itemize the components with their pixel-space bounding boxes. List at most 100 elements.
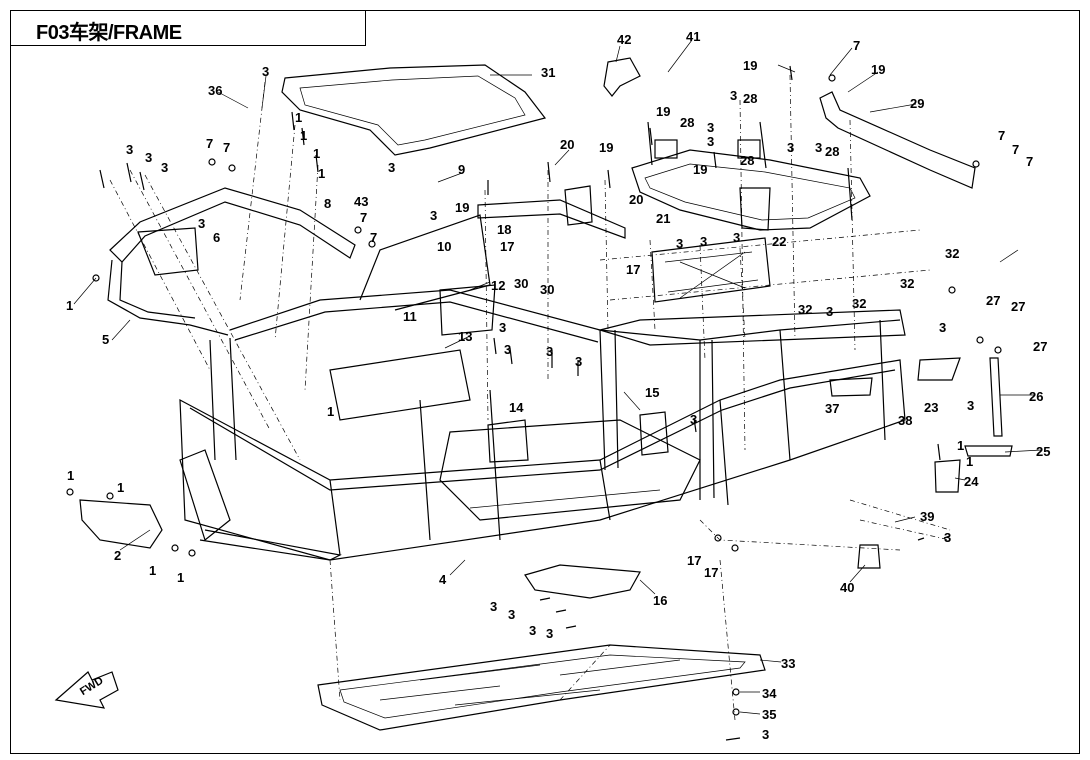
callout-10: 10 bbox=[437, 239, 451, 254]
callout-1: 1 bbox=[66, 298, 73, 313]
callout-7: 7 bbox=[206, 136, 213, 151]
callout-5: 5 bbox=[102, 332, 109, 347]
part-22-plate bbox=[651, 237, 771, 303]
callout-27: 27 bbox=[1011, 299, 1025, 314]
callout-1: 1 bbox=[957, 438, 964, 453]
callout-2: 2 bbox=[114, 548, 121, 563]
callout-3: 3 bbox=[262, 64, 269, 79]
callout-3: 3 bbox=[700, 234, 707, 249]
callout-3: 3 bbox=[762, 727, 769, 742]
callout-1: 1 bbox=[327, 404, 334, 419]
callout-12: 12 bbox=[491, 278, 505, 293]
fwd-label: FWD bbox=[78, 675, 106, 698]
callout-13: 13 bbox=[458, 329, 472, 344]
callout-3: 3 bbox=[690, 412, 697, 427]
callout-3: 3 bbox=[161, 160, 168, 175]
title-box: F03车架/FRAME bbox=[10, 10, 366, 46]
callout-3: 3 bbox=[490, 599, 497, 614]
callout-28: 28 bbox=[825, 144, 839, 159]
main-frame bbox=[179, 214, 961, 561]
callout-8: 8 bbox=[324, 196, 331, 211]
callout-3: 3 bbox=[707, 120, 714, 135]
callout-7: 7 bbox=[998, 128, 1005, 143]
callout-3: 3 bbox=[967, 398, 974, 413]
part-26-rear-rod bbox=[989, 357, 1003, 437]
callout-3: 3 bbox=[388, 160, 395, 175]
part-2-front-plate bbox=[79, 499, 163, 549]
callout-4: 4 bbox=[439, 572, 447, 587]
callout-1: 1 bbox=[117, 480, 124, 495]
callout-7: 7 bbox=[1026, 154, 1033, 169]
callout-3: 3 bbox=[546, 626, 553, 641]
callout-1: 1 bbox=[67, 468, 74, 483]
callout-1: 1 bbox=[295, 110, 302, 125]
part-33-skid-plate bbox=[317, 644, 766, 731]
part-42-bracket bbox=[603, 57, 641, 97]
callout-3: 3 bbox=[508, 607, 515, 622]
callout-31: 31 bbox=[541, 65, 555, 80]
callout-3: 3 bbox=[733, 230, 740, 245]
callout-7: 7 bbox=[853, 38, 860, 53]
callout-3: 3 bbox=[575, 354, 582, 369]
callout-19: 19 bbox=[743, 58, 757, 73]
part-16-skid bbox=[524, 564, 641, 599]
callout-3: 3 bbox=[676, 236, 683, 251]
front-upper-frame bbox=[107, 187, 356, 336]
callout-3: 3 bbox=[499, 320, 506, 335]
callout-3: 3 bbox=[145, 150, 152, 165]
callout-32: 32 bbox=[900, 276, 914, 291]
callout-19: 19 bbox=[656, 104, 670, 119]
callout-28: 28 bbox=[740, 153, 754, 168]
callout-1: 1 bbox=[149, 563, 156, 578]
callout-3: 3 bbox=[815, 140, 822, 155]
callout-1: 1 bbox=[318, 166, 325, 181]
callout-21: 21 bbox=[656, 211, 670, 226]
callout-3: 3 bbox=[126, 142, 133, 157]
callout-3: 3 bbox=[504, 342, 511, 357]
callout-3: 3 bbox=[826, 304, 833, 319]
callout-43: 43 bbox=[354, 194, 368, 209]
callout-40: 40 bbox=[840, 580, 854, 595]
callout-16: 16 bbox=[653, 593, 667, 608]
callout-28: 28 bbox=[680, 115, 694, 130]
callout-3: 3 bbox=[730, 88, 737, 103]
rear-rack bbox=[631, 121, 871, 231]
callout-38: 38 bbox=[898, 413, 912, 428]
callout-39: 39 bbox=[920, 509, 934, 524]
callout-26: 26 bbox=[1029, 389, 1043, 404]
callout-28: 28 bbox=[743, 91, 757, 106]
callout-19: 19 bbox=[455, 200, 469, 215]
callout-24: 24 bbox=[964, 474, 979, 489]
callout-17: 17 bbox=[704, 565, 718, 580]
callout-32: 32 bbox=[798, 302, 812, 317]
callout-11: 11 bbox=[403, 309, 417, 324]
callout-7: 7 bbox=[360, 210, 367, 225]
page-title: F03车架/FRAME bbox=[36, 22, 182, 44]
callout-1: 1 bbox=[966, 454, 973, 469]
leader-lines bbox=[73, 39, 1043, 715]
callout-1: 1 bbox=[313, 146, 320, 161]
callout-18: 18 bbox=[497, 222, 511, 237]
callout-1: 1 bbox=[300, 128, 307, 143]
part-18-cross-member bbox=[477, 185, 626, 239]
callout-36: 36 bbox=[208, 83, 222, 98]
callout-35: 35 bbox=[762, 707, 776, 722]
callout-37: 37 bbox=[825, 401, 839, 416]
fasteners bbox=[66, 65, 1002, 741]
callout-3: 3 bbox=[707, 134, 714, 149]
callout-3: 3 bbox=[546, 344, 553, 359]
callout-23: 23 bbox=[924, 400, 938, 415]
part-24-block bbox=[934, 459, 961, 493]
drawing-border bbox=[10, 10, 1080, 754]
callout-30: 30 bbox=[540, 282, 554, 297]
callout-1: 1 bbox=[177, 570, 184, 585]
callout-7: 7 bbox=[370, 230, 377, 245]
callout-7: 7 bbox=[1012, 142, 1019, 157]
callout-7: 7 bbox=[223, 140, 230, 155]
callout-17: 17 bbox=[687, 553, 701, 568]
callout-labels: 1 1 1 1 1 1 1 1 1 1 1 1 2 3 3 3 3 3 3 3 … bbox=[66, 29, 1050, 742]
callout-42: 42 bbox=[617, 32, 631, 47]
part-25-plate bbox=[964, 445, 1013, 457]
callout-3: 3 bbox=[529, 623, 536, 638]
callout-19: 19 bbox=[599, 140, 613, 155]
